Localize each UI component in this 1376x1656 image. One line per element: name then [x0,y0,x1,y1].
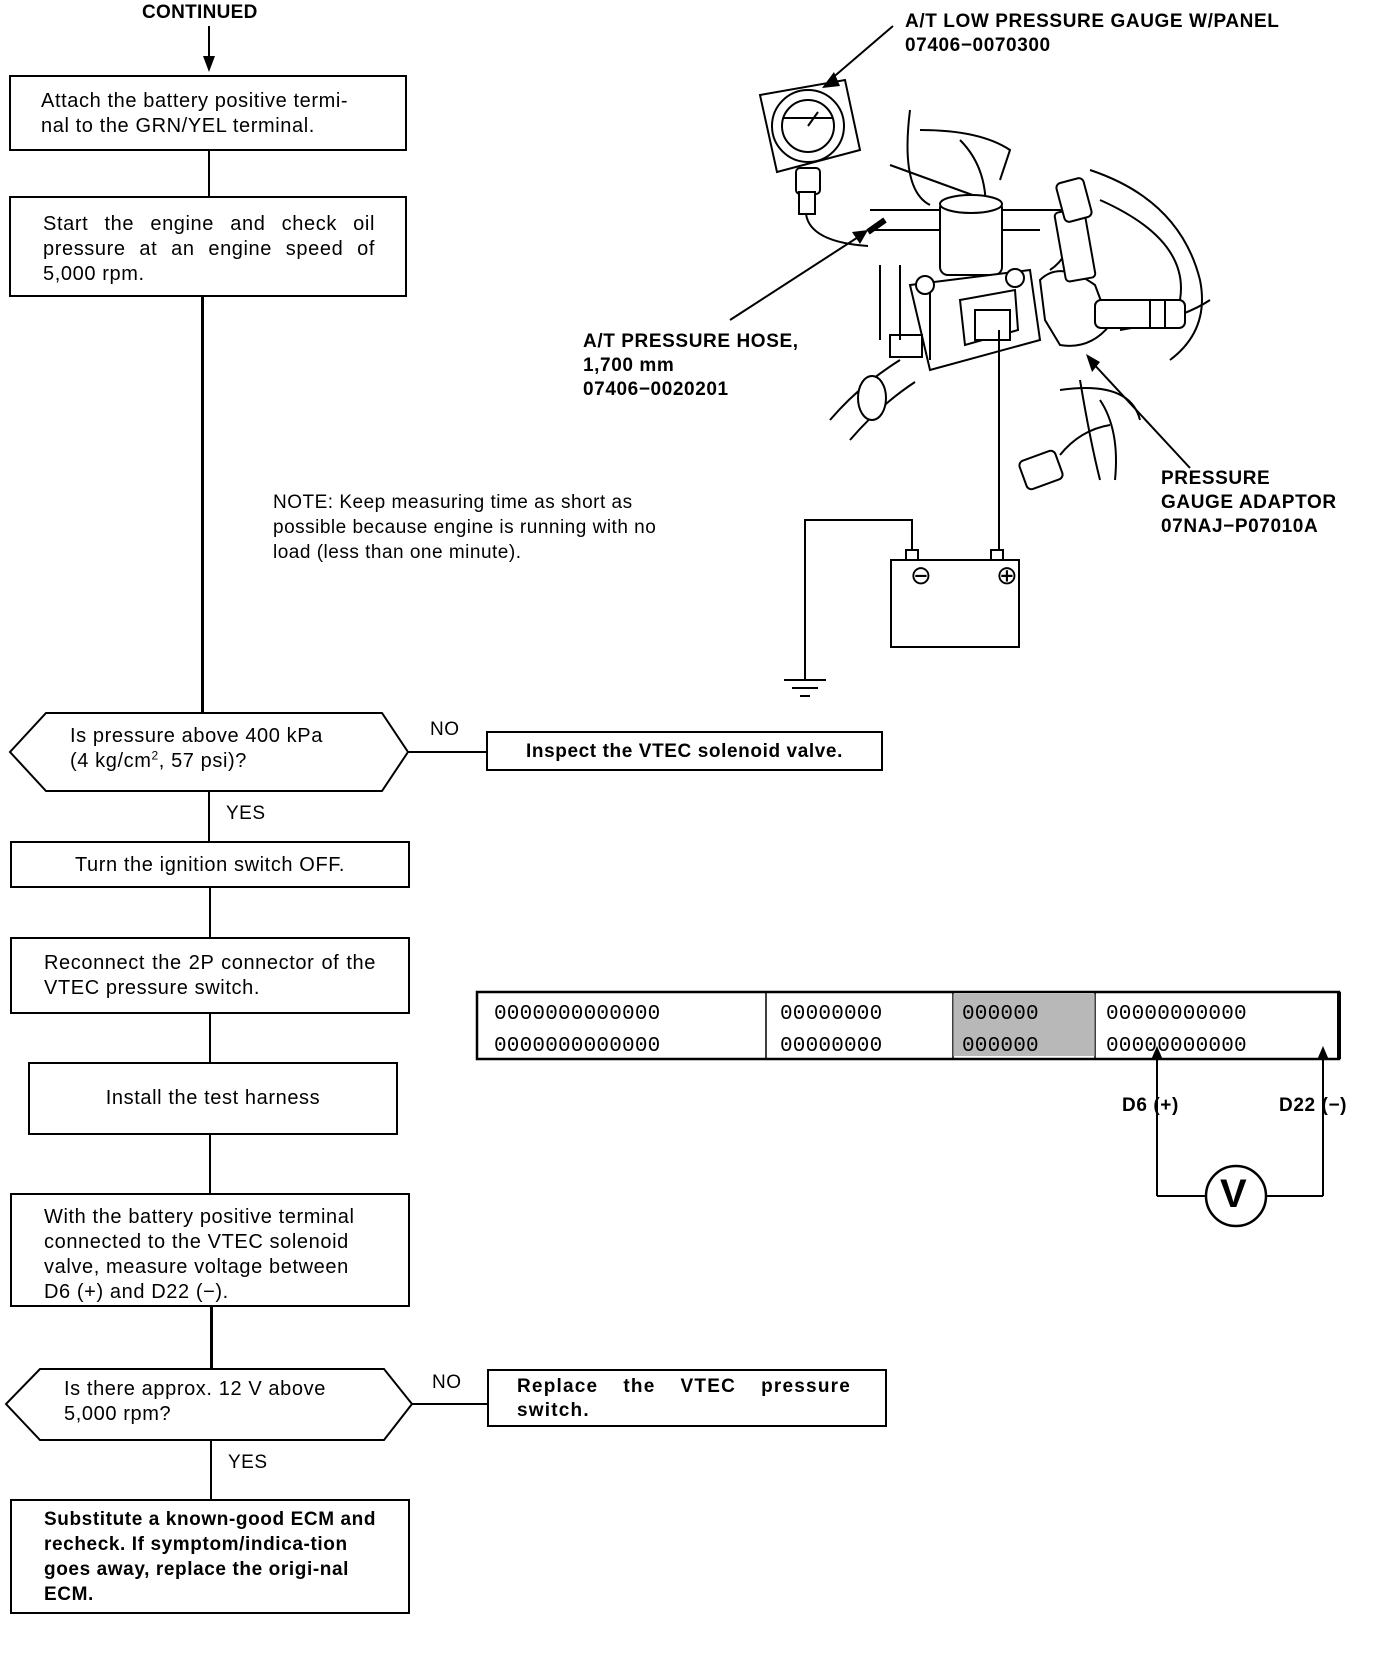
pins-section-c-row2: 000000 [962,1035,1039,1058]
decision2-text: Is there approx. 12 V above 5,000 rpm? [64,1377,384,1427]
voltmeter-symbol: V [1220,1172,1247,1216]
decision1-line2: (4 kg/cm2, 57 psi)? [70,748,248,772]
hose-label: A/T PRESSURE HOSE, 1,700 mm 07406−002020… [583,331,799,400]
decision1-text: Is pressure above 400 kPa (4 kg/cm2, 57 … [70,724,380,774]
inspect-vtec-solenoid-box: Inspect the VTEC solenoid valve. [486,731,883,771]
decision1-yes-label: YES [226,803,266,824]
pins-section-c-row1: 000000 [962,1003,1039,1026]
pins-section-d-row2: 00000000000 [1106,1035,1247,1058]
replace-pressure-switch-box: Replace the VTEC pressure switch. [487,1369,887,1427]
decision2-shape [4,1368,414,1441]
decision1-no-label: NO [430,719,460,740]
decision1-shape [8,712,410,792]
d6-label: D6 (+) [1122,1095,1179,1116]
d22-label: D22 (−) [1279,1095,1348,1116]
battery-negative-terminal: ⊖ [910,560,932,590]
vtec-solenoid-valve [908,194,1042,372]
substitute-ecm-box: Substitute a known-good ECM and recheck.… [10,1499,410,1614]
shaded-connector-section [953,994,1095,1056]
measuring-time-note: NOTE: Keep measuring time as short as po… [273,492,657,563]
decision2-yes-label: YES [228,1452,268,1473]
pressure-gauge [758,78,869,247]
connector-row-2: 0000000000000 00000000 000000 0000000000… [494,1035,1247,1058]
decision2-line2: 5,000 rpm? [64,1403,172,1425]
ecm-connector [475,990,1341,1228]
pins-section-b-row2: 00000000 [780,1035,883,1058]
connector-row-1: 0000000000000 00000000 000000 0000000000… [494,1003,1247,1026]
step-measure-voltage: With the battery positive terminal conne… [10,1193,410,1307]
step-ignition-off: Turn the ignition switch OFF. [10,841,410,888]
gauge-label: A/T LOW PRESSURE GAUGE W/PANEL 07406−007… [905,11,1280,56]
decision2-line1: Is there approx. 12 V above [64,1378,326,1400]
pins-section-d-row1: 00000000000 [1106,1003,1247,1026]
pins-section-a-row2: 0000000000000 [494,1035,661,1058]
pressure-gauge-adaptor [1038,177,1186,347]
decision1-line1: Is pressure above 400 kPa [70,725,323,747]
battery-positive-terminal: ⊕ [996,560,1018,590]
step-install-harness: Install the test harness [28,1062,398,1135]
step-reconnect-connector: Reconnect the 2P connector of the VTEC p… [10,937,410,1014]
battery [784,519,1020,697]
voltmeter-icon [1204,1164,1268,1228]
adaptor-label: PRESSURE GAUGE ADAPTOR 07NAJ−P07010A [1161,468,1337,537]
pins-section-a-row1: 0000000000000 [494,1003,661,1026]
step-attach-battery: Attach the battery positive termi-nal to… [9,75,407,151]
pins-section-b-row1: 00000000 [780,1003,883,1026]
decision2-no-label: NO [432,1372,462,1393]
continued-label: CONTINUED [142,2,258,23]
step-start-engine: Start the engine and check oil pressure … [9,196,407,297]
